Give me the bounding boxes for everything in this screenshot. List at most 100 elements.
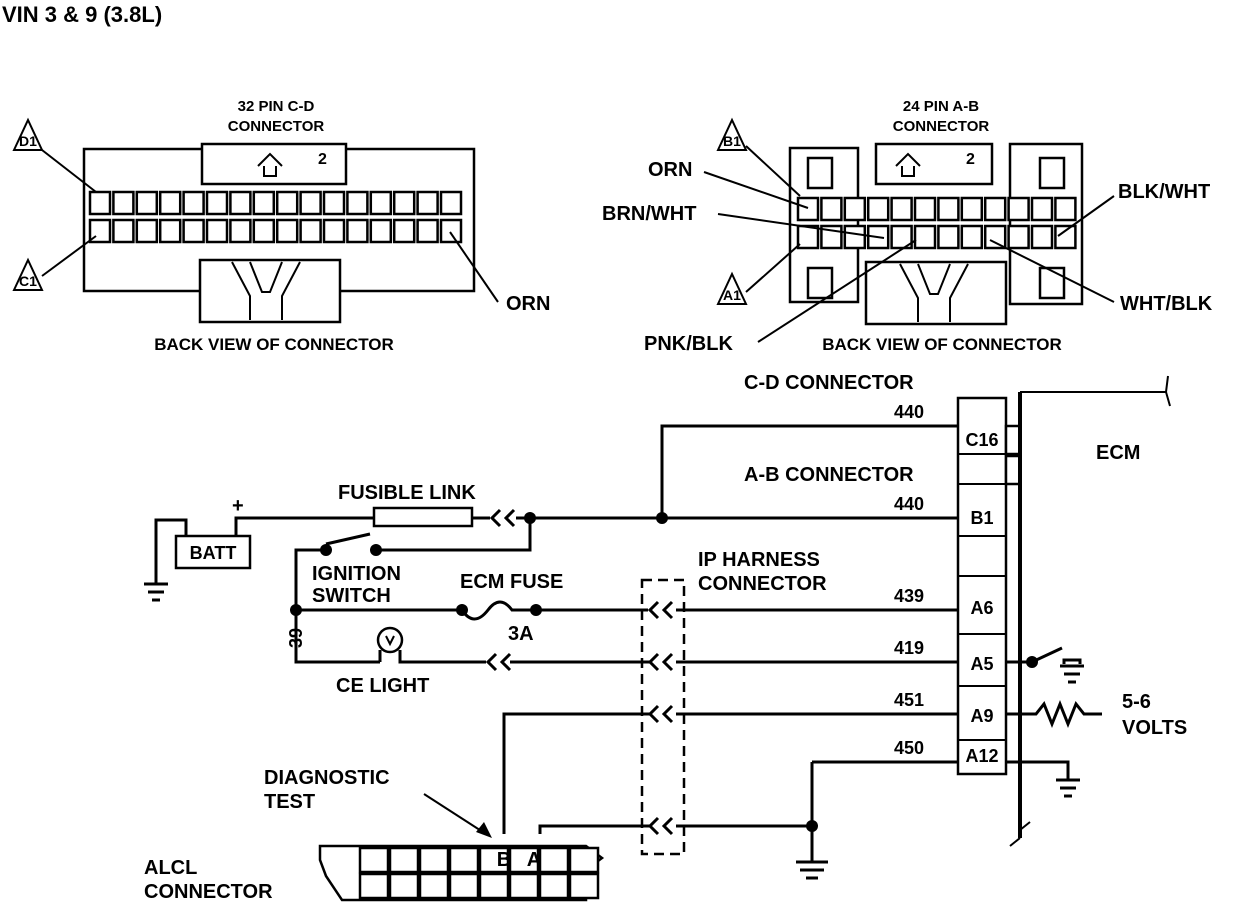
ecm-pin-label: C16 <box>965 430 998 450</box>
alcl-cavity <box>478 872 510 900</box>
connector-ab-back-view: BACK VIEW OF CONNECTOR <box>822 335 1062 354</box>
circuit-440-ab: 440 <box>894 494 924 514</box>
connector-ab-brn-wht-label: BRN/WHT <box>602 203 696 225</box>
connector-cd-key-mark: 2 <box>318 151 327 168</box>
diagnostic-test-label-1: DIAGNOSTIC <box>264 767 390 789</box>
alcl-cavity <box>388 846 420 874</box>
connector-cd-cavity <box>369 190 393 216</box>
ab-connector-label: A-B CONNECTOR <box>744 464 914 486</box>
connector-cd-cavity <box>439 218 463 244</box>
connector-cd-cavity <box>112 190 135 216</box>
connector-ab-cavity <box>890 224 913 250</box>
connector-ab-cavity <box>983 196 1007 222</box>
connector-ab-cavity <box>913 196 937 222</box>
connector-ab-cavity <box>1054 196 1077 222</box>
connector-cd-cavity <box>252 190 276 216</box>
ecm-pin-label: B1 <box>970 508 993 528</box>
ip-harness-label-2: CONNECTOR <box>698 573 827 595</box>
connector-cd-cavity <box>229 218 252 244</box>
connector-cd-cavity <box>439 190 463 216</box>
connector-ab-orn-label: ORN <box>648 159 692 181</box>
connector-cd-cavity <box>299 218 322 244</box>
alcl-cavity <box>448 872 480 900</box>
connector-ab-cavity <box>1007 196 1030 222</box>
connector-cd-cavity <box>322 218 346 244</box>
connector-cd-cavity <box>275 190 299 216</box>
circuit-439: 439 <box>894 586 924 606</box>
connector-ab-cavity <box>843 224 867 250</box>
connector-cd-view: 32 PIN C-D CONNECTOR 2 D1 C1 ORN BACK VI… <box>12 98 550 354</box>
connector-ab-cavity <box>1007 224 1030 250</box>
ce-light-label: CE LIGHT <box>336 675 429 697</box>
connector-ab-cavity <box>1030 224 1054 250</box>
connector-cd-cavity <box>158 218 182 244</box>
connector-cd-cavity <box>369 218 393 244</box>
connector-ab-cavity <box>1030 196 1054 222</box>
connector-ab-title-2: CONNECTOR <box>893 118 990 135</box>
ecm-label: ECM <box>1096 442 1140 464</box>
ecm-pin-label: A12 <box>965 746 998 766</box>
connector-cd-pin-d1: D1 <box>19 133 37 149</box>
connector-ab-cavity <box>913 224 937 250</box>
connector-ab-wht-blk-label: WHT/BLK <box>1120 293 1213 315</box>
connector-cd-cavity-row-upper <box>88 190 463 216</box>
connector-ab-cavity-row-upper <box>796 196 1077 222</box>
alcl-label-2: CONNECTOR <box>144 881 273 903</box>
connector-ab-cavity <box>1054 224 1077 250</box>
connector-cd-cavity <box>158 190 182 216</box>
connector-cd-pin-c1: C1 <box>19 273 37 289</box>
connector-ab-cavity <box>983 224 1007 250</box>
connector-ab-cavity-row-lower <box>796 224 1077 250</box>
connector-ab-cavity <box>960 224 984 250</box>
connector-cd-cavity <box>205 218 229 244</box>
ecm-fuse-label: ECM FUSE <box>460 571 563 593</box>
fusible-link-label: FUSIBLE LINK <box>338 482 476 504</box>
connector-cd-title-1: 32 PIN C-D <box>238 98 315 115</box>
fuse-rating: 3A <box>508 623 534 645</box>
connector-cd-cavity-row-lower <box>88 218 463 244</box>
connector-cd-cavity <box>346 190 369 216</box>
connector-ab-blk-wht-label: BLK/WHT <box>1118 181 1210 203</box>
connector-ab-cavity <box>960 196 984 222</box>
alcl-cavity <box>448 846 480 874</box>
circuit-451: 451 <box>894 690 924 710</box>
connector-ab-cavity <box>843 196 867 222</box>
connector-cd-cavity <box>392 190 416 216</box>
alcl-cavity <box>538 872 570 900</box>
alcl-label-1: ALCL <box>144 857 197 879</box>
connector-cd-cavity <box>275 218 299 244</box>
connector-cd-cavity <box>416 218 439 244</box>
connector-ab-pin-a1: A1 <box>723 287 741 303</box>
schematic: C-D CONNECTOR A-B CONNECTOR ECM C16B1A6A… <box>144 372 1187 903</box>
ecm-pin-label: A5 <box>970 654 993 674</box>
connector-ab-pnk-blk-label: PNK/BLK <box>644 333 733 355</box>
alcl-cavity <box>568 872 600 900</box>
connector-cd-cavity <box>182 190 205 216</box>
ignition-switch-label-2: SWITCH <box>312 585 391 607</box>
connector-ab-view: 24 PIN A-B CONNECTOR 2 B1 A1 ORN BRN/WHT… <box>602 98 1213 355</box>
batt-label: BATT <box>190 543 237 563</box>
connector-cd-cavity <box>416 190 439 216</box>
alcl-cavity <box>358 872 390 900</box>
ignition-switch-label-1: IGNITION <box>312 563 401 585</box>
connector-ab-cavity <box>937 224 960 250</box>
connector-cd-cavity <box>135 190 159 216</box>
connector-cd-cavity <box>322 190 346 216</box>
diagram-title: VIN 3 & 9 (3.8L) <box>2 2 162 27</box>
alcl-cavity <box>478 846 510 874</box>
connector-cd-orn-label: ORN <box>506 293 550 315</box>
connector-cd-cavity <box>392 218 416 244</box>
connector-cd-cavity <box>135 218 159 244</box>
alcl-cavity <box>508 846 540 874</box>
connector-ab-title-1: 24 PIN A-B <box>903 98 979 115</box>
connector-cd-cavity <box>88 190 112 216</box>
connector-cd-back-view: BACK VIEW OF CONNECTOR <box>154 335 394 354</box>
connector-cd-title-2: CONNECTOR <box>228 118 325 135</box>
circuit-450: 450 <box>894 738 924 758</box>
connector-ab-pin-b1: B1 <box>723 133 741 149</box>
alcl-cavity <box>418 872 450 900</box>
wire-39-label: 39 <box>286 628 306 648</box>
cd-connector-label: C-D CONNECTOR <box>744 372 914 394</box>
volts-label-1: 5-6 <box>1122 691 1151 713</box>
